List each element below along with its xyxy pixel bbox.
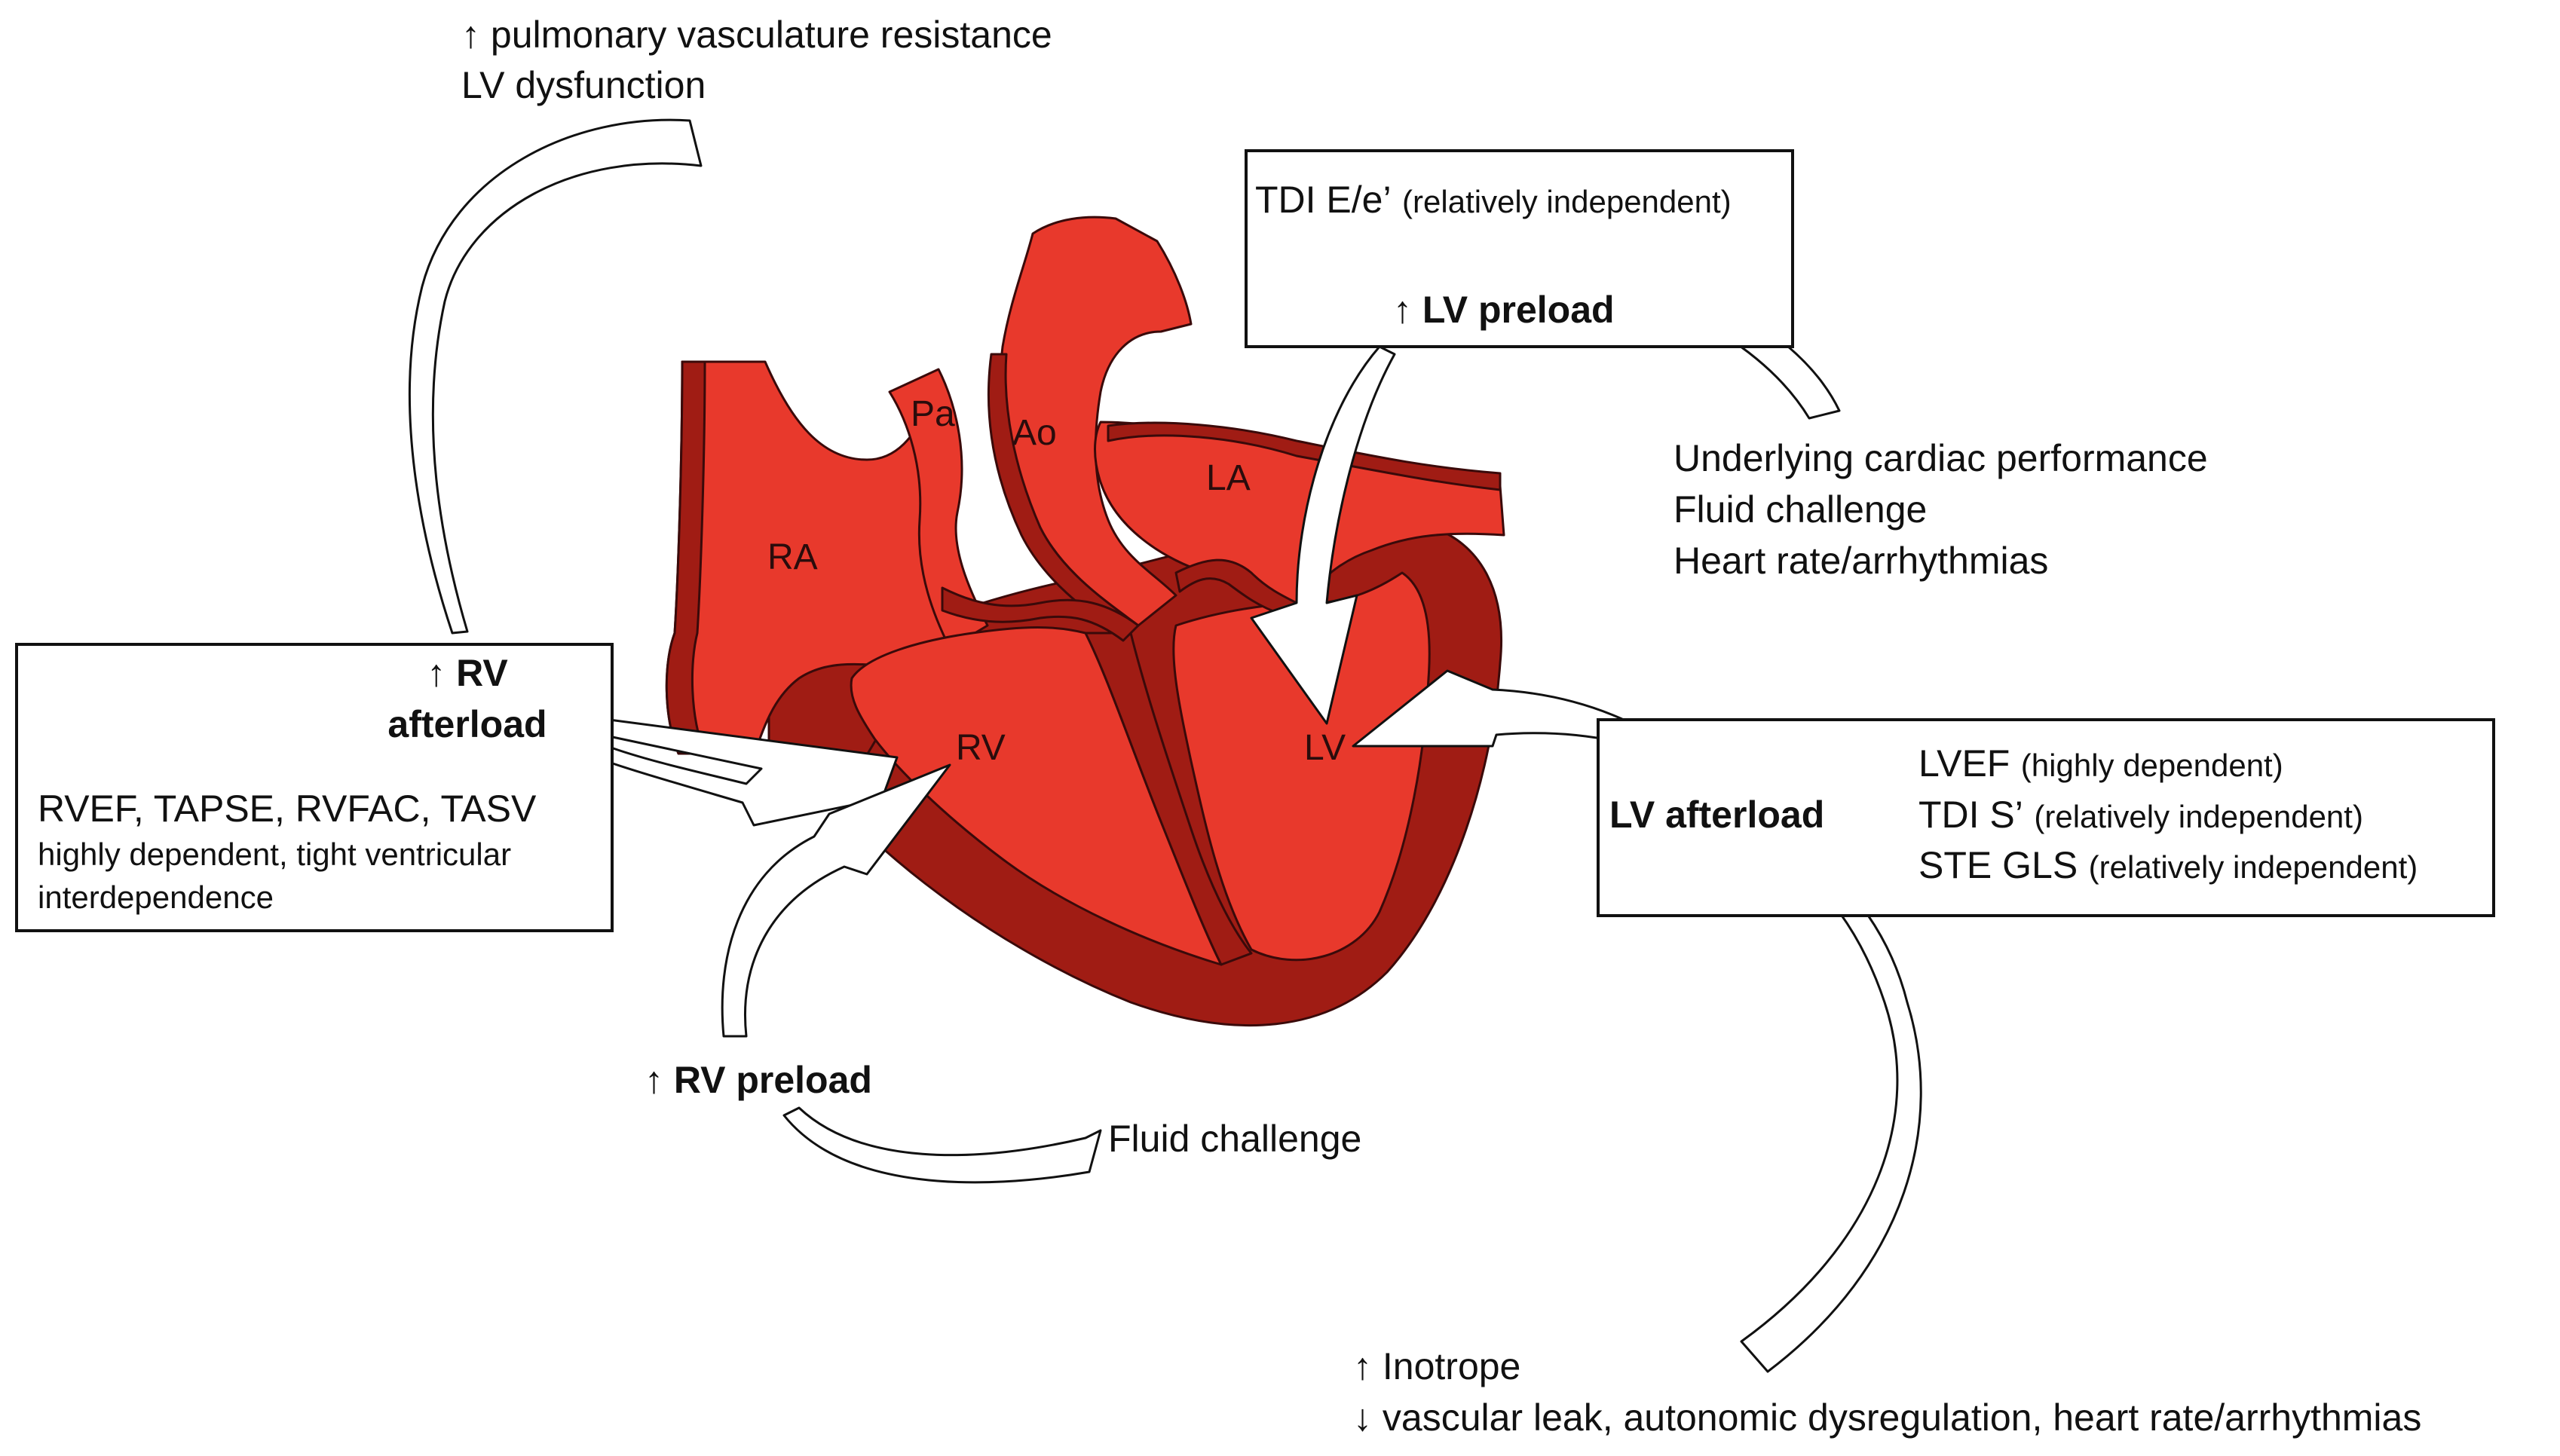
label-la: LA: [1206, 458, 1251, 498]
pulmonary-note: ↑ pulmonary vasculature resistance LV dy…: [461, 14, 1052, 106]
factor-fluid-challenge: Fluid challenge: [1673, 488, 1927, 531]
rv-preload-fluid-challenge: Fluid challenge: [1108, 1118, 1361, 1160]
lv-afterload-row-ste: STE GLS (relatively independent): [1918, 844, 2418, 886]
rv-preload: ↑ RV preload Fluid challenge: [645, 1059, 1361, 1160]
label-lv: LV: [1304, 728, 1346, 768]
interventricular-septum: [1084, 632, 1253, 966]
rv-afterload-note-2: interdependence: [38, 879, 274, 915]
pulmonary-artery: [888, 368, 989, 650]
lv-afterload-title: LV afterload: [1609, 794, 1824, 836]
lv-preload-factors: Underlying cardiac performance Fluid cha…: [1673, 437, 2208, 582]
label-rv: RV: [956, 728, 1006, 768]
lv-preload-tdi: TDI E/e’ (relatively independent): [1255, 179, 1732, 221]
lv-afterload-factors: ↑ Inotrope ↓ vascular leak, autonomic dy…: [1353, 1345, 2421, 1439]
arrow-inotrope-to-lv-afterload: [1740, 843, 1922, 1373]
rv-afterload-measures: RVEF, TAPSE, RVFAC, TASV: [38, 788, 537, 830]
arrow-fluid-to-rv-preload: [782, 1106, 1102, 1184]
rv-afterload-box-frame: [15, 643, 614, 932]
arrow-rv-preload-to-rv: [721, 763, 951, 1038]
rv-afterload-box: ↑ RV afterload RVEF, TAPSE, RVFAC, TASV …: [15, 643, 614, 932]
note-pulmonary-resistance: ↑ pulmonary vasculature resistance: [461, 14, 1052, 56]
factor-vascular-leak: ↓ vascular leak, autonomic dysregulation…: [1353, 1396, 2421, 1439]
note-lv-dysfunction: LV dysfunction: [461, 64, 706, 106]
lv-preload-box: TDI E/e’ (relatively independent) ↑ LV p…: [1245, 149, 1794, 348]
left-atrium-wall: [1107, 421, 1502, 491]
lv-preload-box-frame: [1245, 149, 1794, 348]
valve-connector: [941, 586, 1140, 642]
label-ra: RA: [767, 537, 818, 577]
rv-preload-title: ↑ RV preload: [645, 1059, 872, 1101]
rv-afterload-note-1: highly dependent, tight ventricular: [38, 837, 511, 872]
arrow-pulmonary-to-rv-afterload: [409, 118, 703, 635]
lv-afterload-box: LV afterload LVEF (highly dependent) TDI…: [1597, 718, 2495, 917]
arrow-lv-preload-to-lv: [1250, 345, 1396, 725]
rv-afterload-title-2: afterload: [387, 703, 547, 745]
label-pa: Pa: [911, 394, 955, 434]
factor-cardiac-performance: Underlying cardiac performance: [1673, 437, 2208, 479]
label-ao: Ao: [1012, 413, 1057, 453]
factor-inotrope: ↑ Inotrope: [1353, 1345, 1520, 1387]
lv-afterload-row-lvef: LVEF (highly dependent): [1918, 742, 2283, 785]
factor-heart-rate: Heart rate/arrhythmias: [1673, 540, 2048, 582]
lv-afterload-row-tdi: TDI S’ (relatively independent): [1918, 794, 2363, 836]
lv-preload-title: ↑ LV preload: [1393, 289, 1615, 331]
rv-afterload-title-1: ↑ RV: [427, 652, 508, 694]
lv-afterload-box-frame: [1597, 718, 2495, 917]
